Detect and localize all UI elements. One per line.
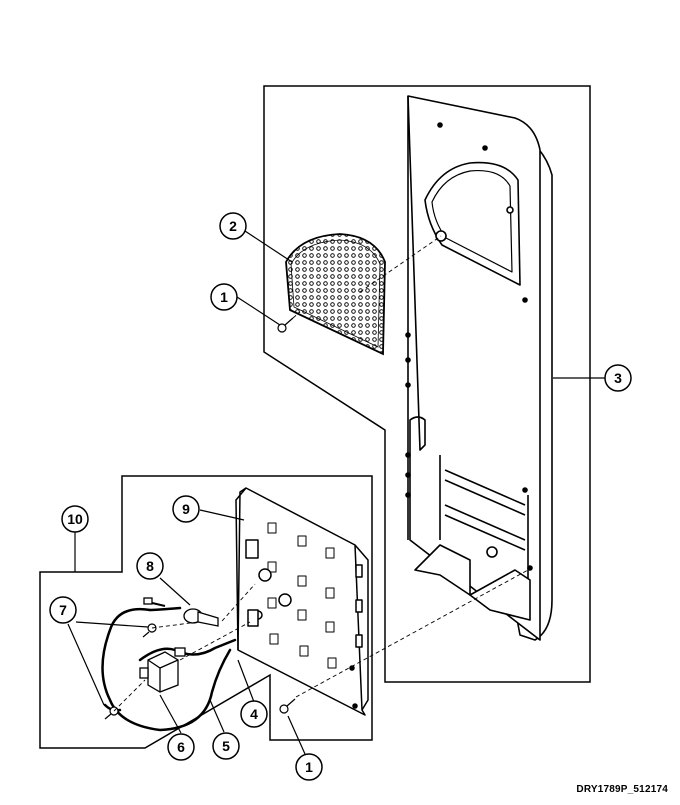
callout-6: 6	[167, 733, 195, 761]
screw-upper	[277, 317, 294, 333]
callout-10: 10	[61, 505, 89, 533]
callout-2: 2	[219, 212, 247, 240]
safety-thermostat	[139, 647, 186, 693]
callout-7-label: 7	[59, 602, 67, 618]
lint-grille	[285, 233, 386, 356]
callout-1-upper-label: 1	[220, 289, 228, 305]
callout-9-label: 9	[182, 501, 190, 517]
callout-1-upper: 1	[210, 283, 238, 311]
thermostat	[143, 597, 219, 627]
callout-7: 7	[49, 596, 77, 624]
callout-3: 3	[604, 364, 632, 392]
callout-4-label: 4	[250, 706, 258, 722]
callout-8-label: 8	[146, 558, 154, 574]
callout-1-lower-label: 1	[305, 759, 313, 775]
callout-2-label: 2	[229, 218, 237, 234]
drawing-code: DRY1789P_512174	[576, 784, 668, 795]
callout-4: 4	[240, 700, 268, 728]
leader-lines	[67, 230, 605, 755]
callout-5: 5	[212, 732, 240, 760]
callout-6-label: 6	[177, 739, 185, 755]
callout-1-lower: 1	[295, 753, 323, 781]
alignment-lines	[113, 235, 529, 712]
terminal-board	[235, 487, 369, 716]
callout-10-label: 10	[67, 511, 83, 527]
back-panel	[405, 95, 553, 641]
callout-3-label: 3	[614, 370, 622, 386]
callout-9: 9	[172, 495, 200, 523]
assembly-3-outline	[263, 85, 591, 683]
assembly-10-outline	[39, 475, 373, 749]
callout-8: 8	[136, 552, 164, 580]
callout-5-label: 5	[222, 738, 230, 754]
screw-lower	[279, 698, 296, 714]
